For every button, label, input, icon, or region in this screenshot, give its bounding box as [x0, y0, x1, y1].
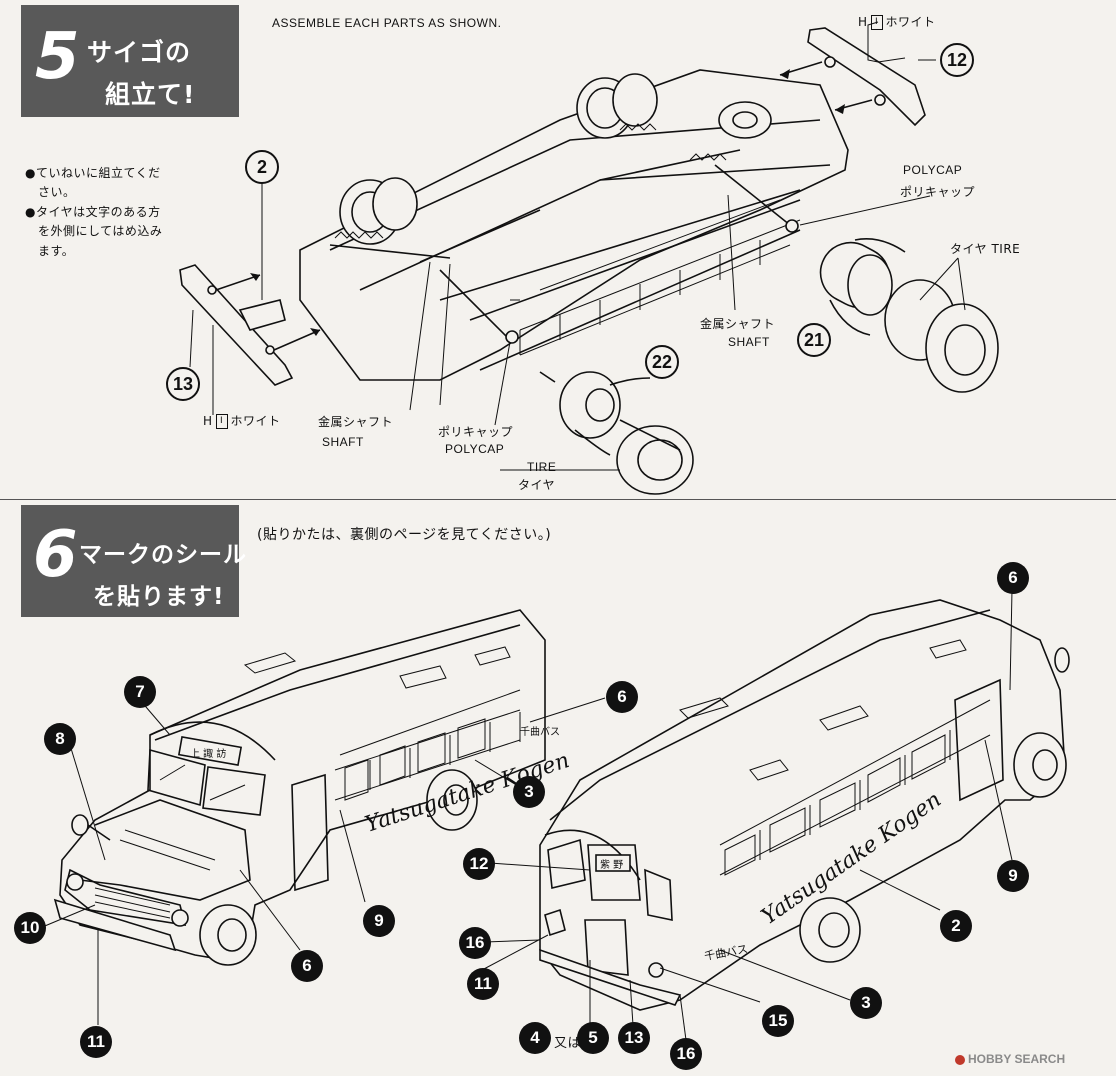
decal-16-left: 16 — [459, 927, 491, 959]
step6-title-box: 6 マークのシール を貼ります! — [21, 505, 246, 617]
decal-6-right-top: 6 — [997, 562, 1029, 594]
section-divider — [0, 499, 1116, 500]
polycap-right-en: POLYCAP — [903, 163, 963, 177]
step5-title-line1: サイゴの — [87, 38, 192, 67]
decal-7: 7 — [124, 676, 156, 708]
polycap-mid-en: POLYCAP — [445, 442, 505, 456]
part-21-label: 21 — [797, 323, 831, 357]
part-13-label: 13 — [166, 367, 200, 401]
decal-4: 4 — [519, 1022, 551, 1054]
front-sign-text: 紫 野 — [600, 859, 623, 871]
or-text: 又は — [554, 1036, 582, 1051]
right-bus: 紫 野 Yatsugatake Kogen 千曲バス — [539, 599, 1070, 1011]
part-12-label: 12 — [940, 43, 974, 77]
note-line: を外側にしてはめ込み — [38, 224, 163, 238]
step5-title-box: 5 サイゴの 組立て! — [21, 5, 239, 117]
h-text: ホワイト — [230, 414, 281, 428]
note-line: ●タイヤは文字のある方 — [25, 205, 161, 219]
watermark: HOBBY SEARCH — [955, 1052, 1065, 1066]
decal-15: 15 — [762, 1005, 794, 1037]
h-box: I — [215, 414, 228, 429]
step5-number: 5 — [35, 20, 80, 94]
decal-8: 8 — [44, 723, 76, 755]
shaft-right-jp: 金属シャフト — [700, 317, 776, 331]
watermark-text: HOBBY SEARCH — [968, 1052, 1066, 1066]
polycap-mid-jp: ポリキャップ — [438, 425, 514, 439]
left-bus: 上 諏 訪 Yatsugatake Kogen 千曲バス — [53, 609, 573, 966]
tire-right-label: タイヤ TIRE — [950, 242, 1021, 256]
decal-3-right: 3 — [850, 987, 882, 1019]
shaft-right-en: SHAFT — [728, 335, 770, 349]
decal-11-right: 11 — [467, 968, 499, 1000]
decal-16-right: 16 — [670, 1038, 702, 1070]
part-22-label: 22 — [645, 345, 679, 379]
h-prefix: H — [203, 414, 213, 428]
step6-number: 6 — [33, 518, 78, 592]
left-bus-small-sign: 千曲バス — [520, 726, 560, 738]
decal-13: 13 — [618, 1022, 650, 1054]
polycap-right-jp: ポリキャップ — [900, 185, 976, 199]
decal-12: 12 — [463, 848, 495, 880]
h-text: ホワイト — [885, 15, 936, 29]
note-line: ●ていねいに組立てくだ — [25, 166, 161, 180]
svg-text:上 諏 訪: 上 諏 訪 — [190, 747, 226, 760]
step6-note: (貼りかたは、裏側のページを見てください。) — [257, 527, 552, 543]
part-2-label: 2 — [245, 150, 279, 184]
note-line: さい。 — [38, 185, 76, 199]
decal-9-left: 9 — [363, 905, 395, 937]
decal-6-left-top: 6 — [606, 681, 638, 713]
decal-2: 2 — [940, 910, 972, 942]
shaft-left-en: SHAFT — [322, 435, 364, 449]
step5-instruction: ASSEMBLE EACH PARTS AS SHOWN. — [272, 16, 502, 30]
decal-3-left: 3 — [513, 776, 545, 808]
decal-5: 5 — [577, 1022, 609, 1054]
watermark-logo-icon — [955, 1054, 965, 1065]
h-prefix: H — [858, 15, 868, 29]
decal-6-left-bottom: 6 — [291, 950, 323, 982]
step6-title-line2: を貼ります! — [93, 584, 225, 610]
tire-mid-en: TIRE — [527, 460, 557, 474]
decal-9-right: 9 — [997, 860, 1029, 892]
h-box: I — [870, 15, 883, 30]
decal-11-left: 11 — [80, 1026, 112, 1058]
note-line: ます。 — [38, 244, 75, 258]
shaft-left-jp: 金属シャフト — [318, 415, 394, 429]
step6-title-line1: マークのシール — [79, 542, 247, 568]
step5-title-line2: 組立て! — [105, 80, 196, 109]
decal-10: 10 — [14, 912, 46, 944]
tire-mid-jp: タイヤ — [518, 478, 556, 492]
